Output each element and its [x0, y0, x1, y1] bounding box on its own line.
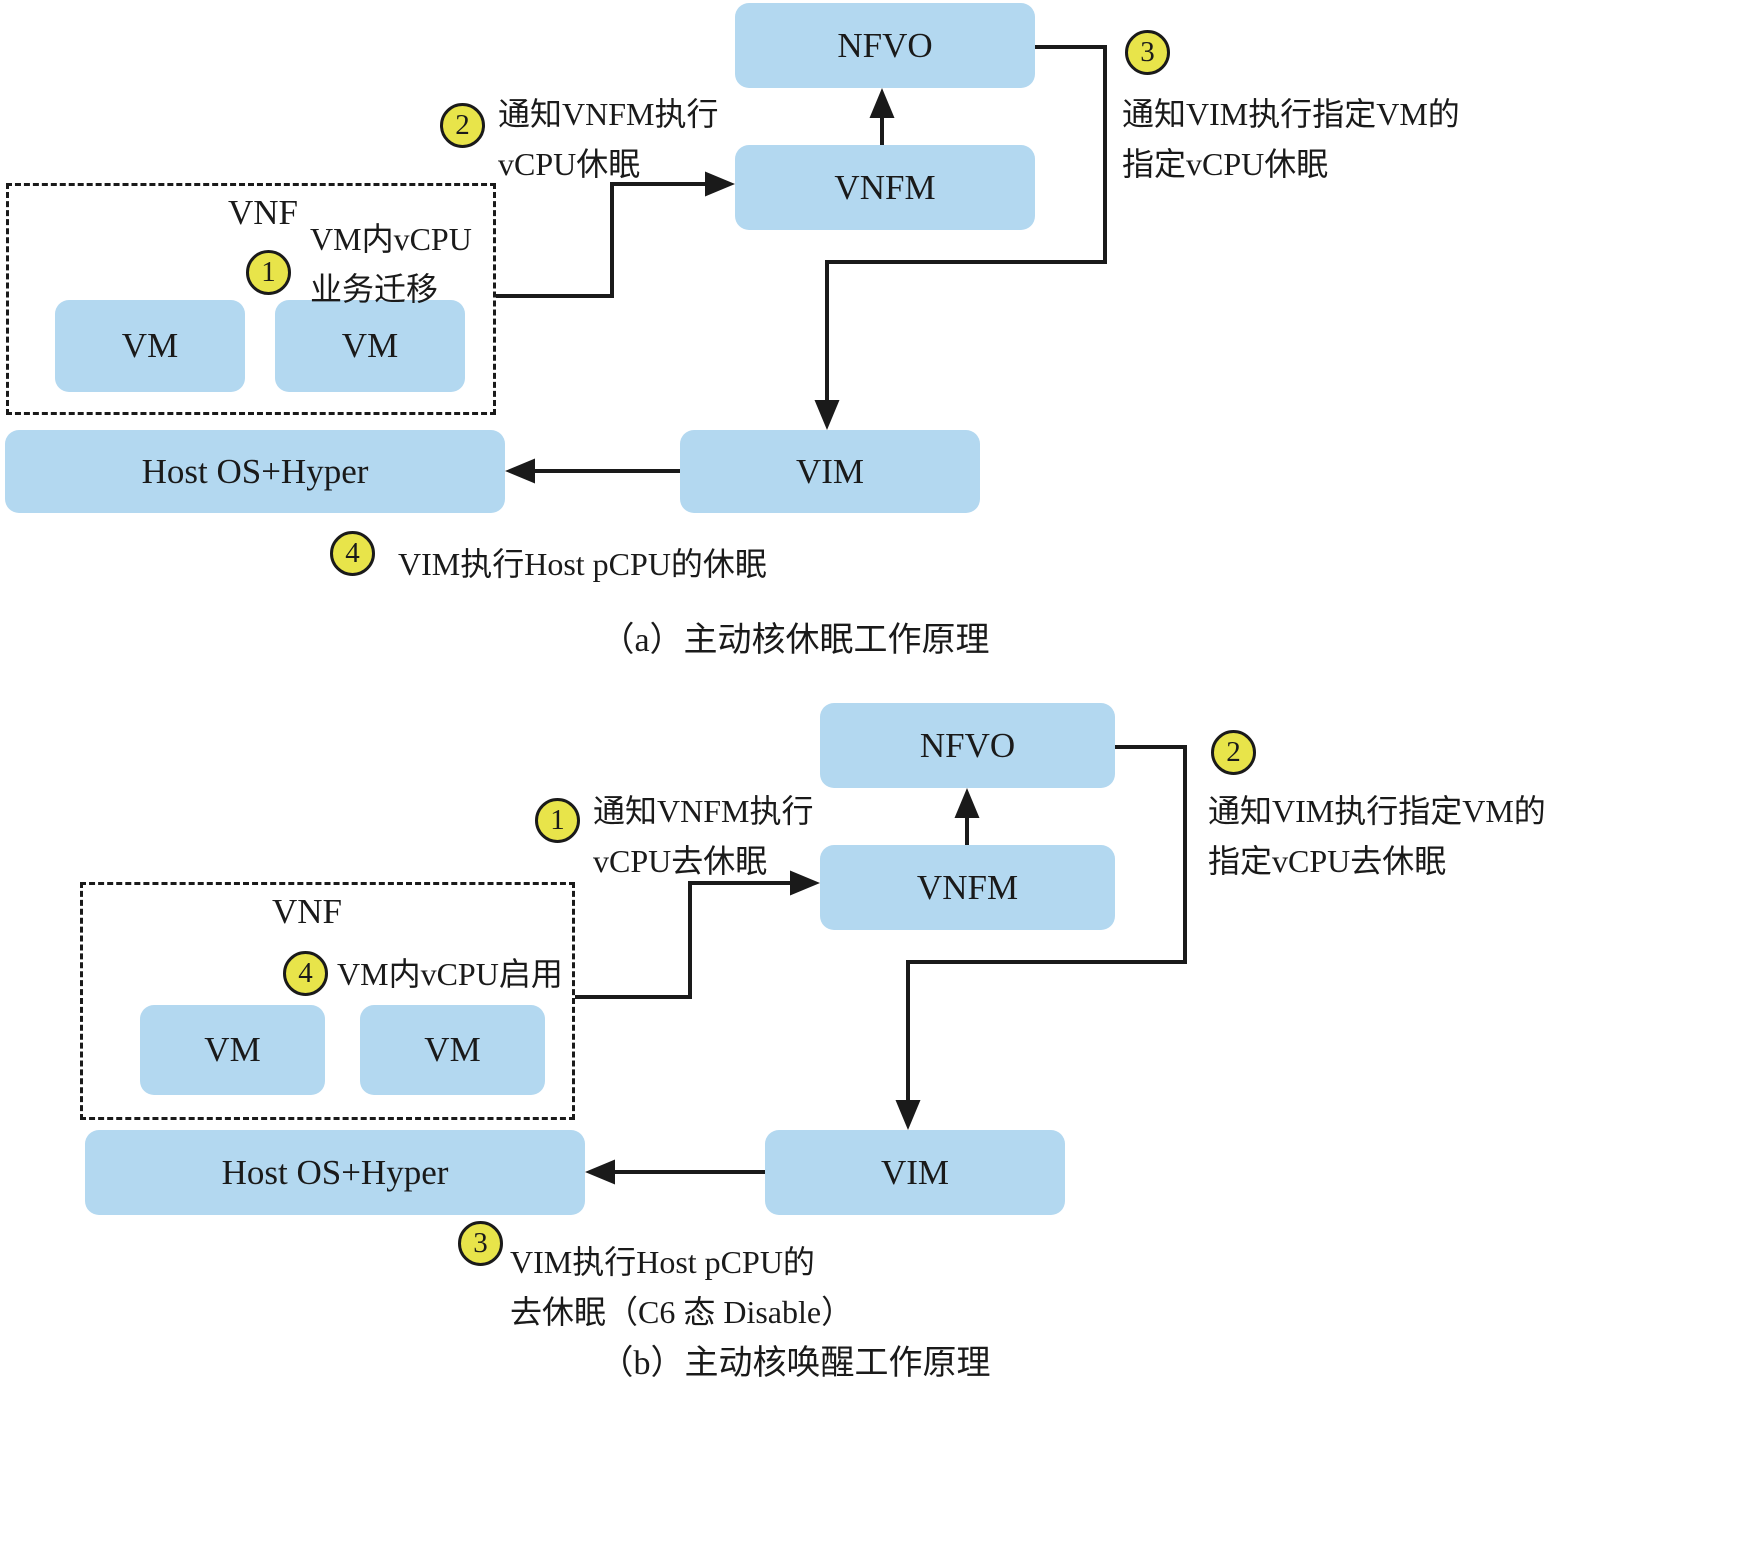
step-3-badge-b: 3	[458, 1221, 503, 1266]
node-vm2-a: VM	[275, 300, 465, 392]
step-1-badge-b: 1	[535, 798, 580, 843]
node-host-b: Host OS+Hyper	[85, 1130, 585, 1215]
node-nfvo-b: NFVO	[820, 703, 1115, 788]
arrow-vnf-to-vnfm-a	[496, 171, 735, 298]
step-3-label-a: 通知VIM执行指定VM的 指定vCPU休眠	[1122, 96, 1460, 182]
step-3-badge-a: 3	[1125, 30, 1170, 75]
node-vm2-b: VM	[360, 1005, 545, 1095]
node-vnfm-a: VNFM	[735, 145, 1035, 230]
arrow-nfvo-to-vim-a	[814, 45, 1107, 430]
node-vim-b: VIM	[765, 1130, 1065, 1215]
step-2-badge-a: 2	[440, 103, 485, 148]
arrow-nfvo-to-vim-b	[895, 745, 1187, 1130]
vnf-group-box-a	[6, 183, 496, 415]
step-1-label-a: VM内vCPU 业务迁移	[310, 221, 472, 307]
vnf-group-box-b	[80, 882, 575, 1120]
node-vim-a: VIM	[680, 430, 980, 513]
step-4-label-b: VM内vCPU启用	[337, 956, 563, 992]
caption-a: （a）主动核休眠工作原理	[600, 622, 990, 659]
step-2-label-a: 通知VNFM执行 vCPU休眠	[498, 96, 719, 182]
node-host-a: Host OS+Hyper	[5, 430, 505, 513]
step-1-label-b: 通知VNFM执行 vCPU去休眠	[593, 793, 814, 879]
step-4-label-a: VIM执行Host pCPU的休眠	[398, 546, 767, 582]
node-nfvo-a: NFVO	[735, 3, 1035, 88]
node-vm1-b: VM	[140, 1005, 325, 1095]
caption-b: （b）主动核唤醒工作原理	[599, 1345, 991, 1382]
step-3-label-b: VIM执行Host pCPU的 去休眠（C6 态 Disable）	[510, 1244, 854, 1330]
step-2-badge-b: 2	[1211, 730, 1256, 775]
step-1-badge-a: 1	[246, 250, 291, 295]
arrow-vnf-to-vnfm-b	[575, 870, 820, 999]
step-4-badge-a: 4	[330, 531, 375, 576]
node-vnfm-b: VNFM	[820, 845, 1115, 930]
node-vm1-a: VM	[55, 300, 245, 392]
step-2-label-b: 通知VIM执行指定VM的 指定vCPU去休眠	[1208, 793, 1546, 879]
step-4-badge-b: 4	[283, 951, 328, 996]
vnf-label-b: VNF	[272, 892, 343, 931]
vnf-label-a: VNF	[228, 193, 299, 232]
